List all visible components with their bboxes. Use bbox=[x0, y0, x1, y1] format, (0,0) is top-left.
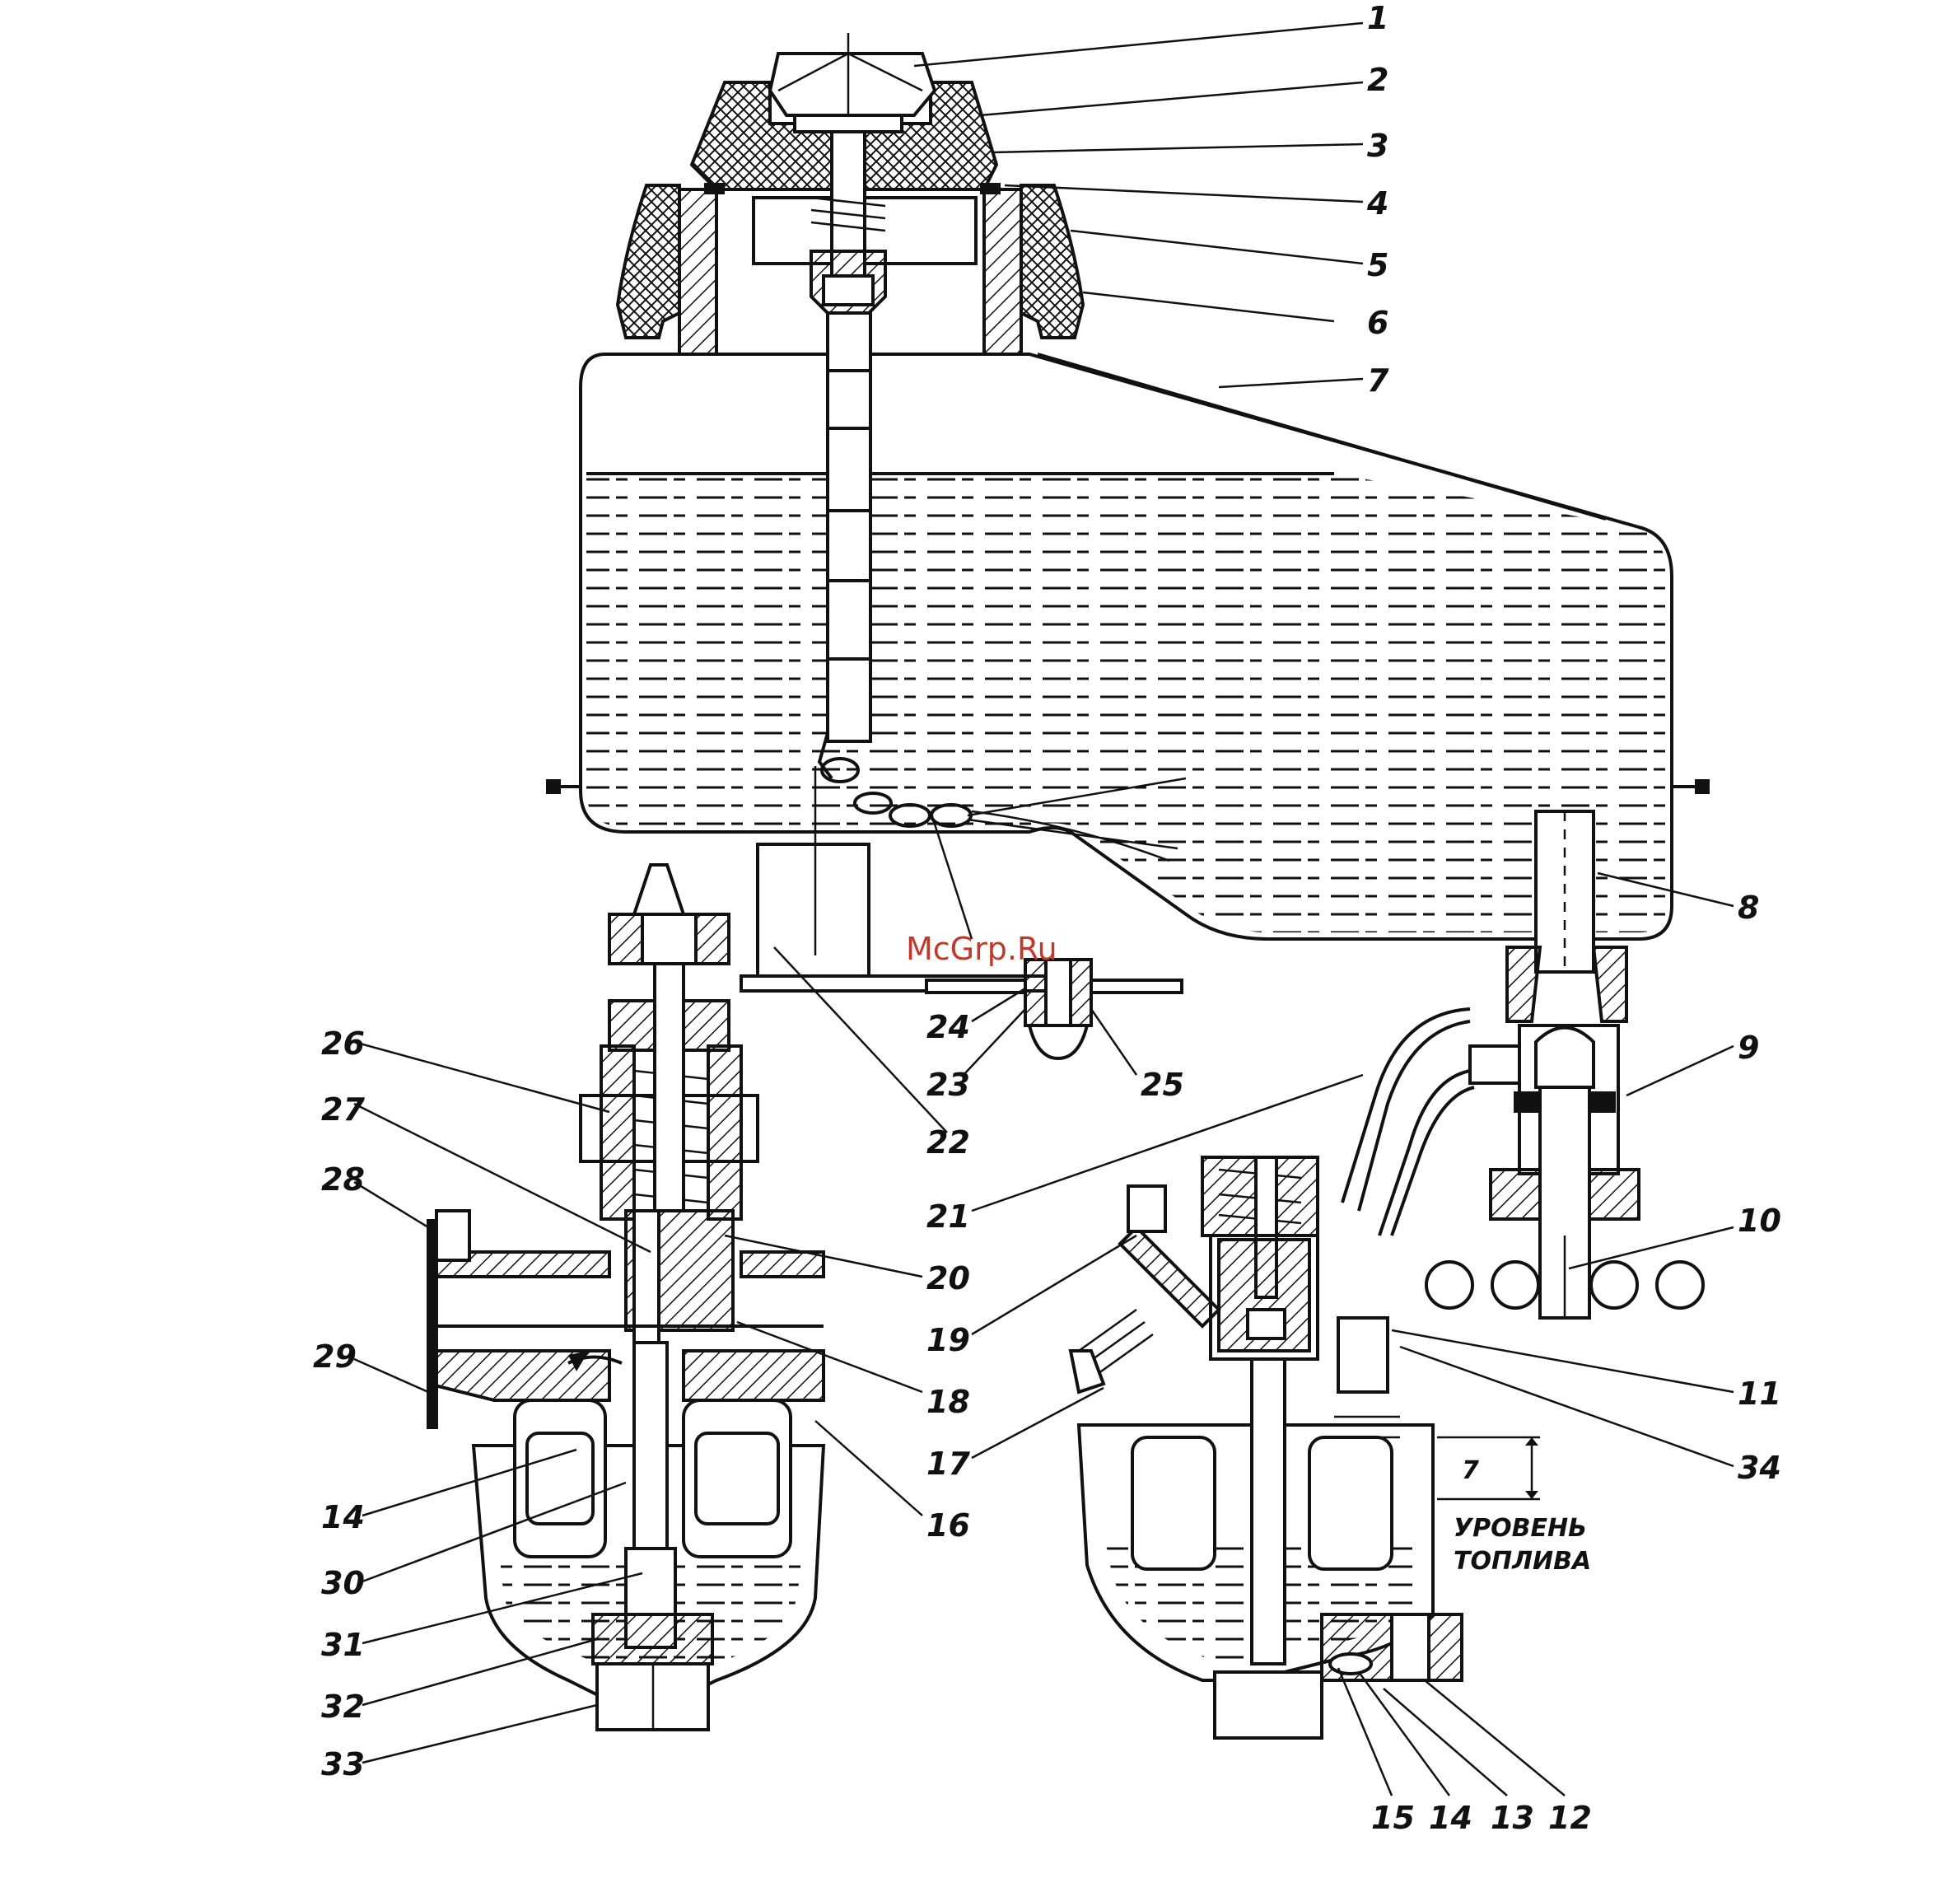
filler-cap-assembly bbox=[618, 33, 1083, 354]
callout-5: 5 bbox=[1367, 247, 1388, 283]
carburettor-front-section bbox=[427, 865, 824, 1730]
fuel-liquid bbox=[586, 474, 1667, 932]
fuel-level-label-line1: УРОВЕНЬ bbox=[1454, 1514, 1587, 1543]
callout-33: 33 bbox=[321, 1746, 365, 1782]
callout-19: 19 bbox=[926, 1322, 970, 1358]
callout-32: 32 bbox=[321, 1689, 365, 1725]
callout-14-right: 14 bbox=[1429, 1800, 1472, 1836]
callout-25: 25 bbox=[1141, 1067, 1184, 1103]
callout-4: 4 bbox=[1366, 185, 1388, 222]
callout-9: 9 bbox=[1738, 1030, 1759, 1066]
callout-7: 7 bbox=[1367, 362, 1389, 399]
callout-17: 17 bbox=[926, 1446, 970, 1482]
callout-20: 20 bbox=[926, 1260, 970, 1296]
callout-10: 10 bbox=[1738, 1203, 1781, 1239]
callout-18: 18 bbox=[926, 1384, 970, 1420]
callout-2: 2 bbox=[1367, 62, 1388, 98]
callout-6: 6 bbox=[1367, 305, 1388, 341]
callout-3: 3 bbox=[1367, 128, 1388, 164]
callout-23: 23 bbox=[926, 1067, 970, 1103]
fuel-level-dimension: 7 bbox=[1462, 1456, 1479, 1485]
callout-26: 26 bbox=[321, 1025, 365, 1062]
callout-1: 1 bbox=[1367, 0, 1388, 36]
callout-14-left: 14 bbox=[321, 1499, 365, 1535]
carburettor-side-section bbox=[1071, 1157, 1540, 1738]
callout-8: 8 bbox=[1738, 890, 1759, 926]
callout-11: 11 bbox=[1738, 1376, 1781, 1412]
callout-12: 12 bbox=[1548, 1800, 1592, 1836]
callout-31: 31 bbox=[321, 1627, 365, 1663]
watermark: McGrp.Ru bbox=[906, 931, 1057, 967]
callout-34: 34 bbox=[1738, 1450, 1781, 1486]
callout-15: 15 bbox=[1371, 1800, 1415, 1836]
callout-16: 16 bbox=[926, 1507, 970, 1544]
callout-24: 24 bbox=[926, 1009, 970, 1045]
callout-27: 27 bbox=[321, 1091, 365, 1128]
callout-22: 22 bbox=[926, 1124, 970, 1161]
callout-29: 29 bbox=[313, 1338, 357, 1375]
fuel-level-label-line2: ТОПЛИВА bbox=[1454, 1547, 1591, 1576]
callout-21: 21 bbox=[926, 1198, 970, 1235]
callout-28: 28 bbox=[321, 1161, 365, 1198]
callout-30: 30 bbox=[321, 1565, 365, 1601]
callout-13: 13 bbox=[1491, 1800, 1534, 1836]
